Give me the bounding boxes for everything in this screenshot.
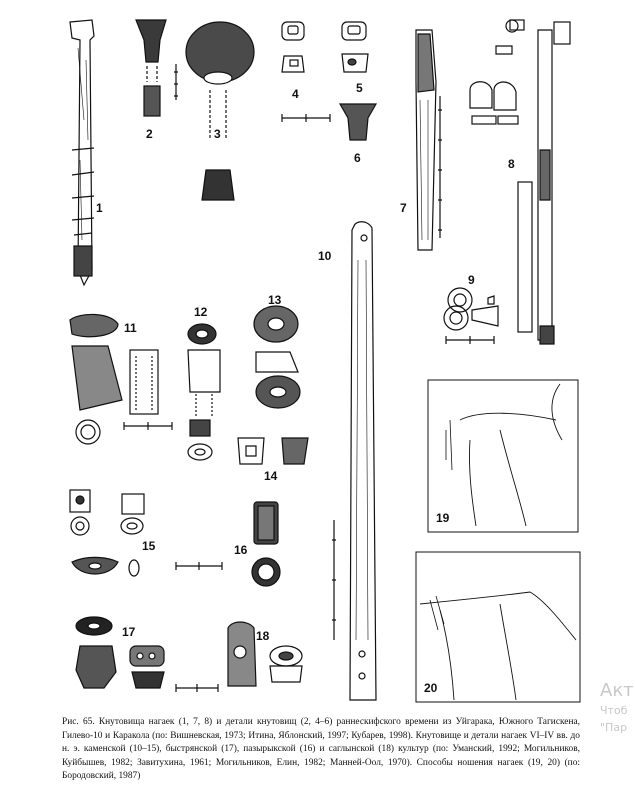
artifact-7-whip	[415, 29, 442, 251]
watermark-line-1: Акт	[600, 680, 634, 701]
artifact-14	[237, 437, 309, 465]
figure-label-14: 14	[264, 469, 278, 483]
scene-19-whip-wearing	[427, 379, 579, 533]
artifact-12	[187, 323, 221, 461]
artifact-16	[251, 501, 281, 587]
figure-caption: Рис. 65. Кнутовища нагаек (1, 7, 8) и де…	[62, 717, 580, 782]
artifact-5	[341, 21, 369, 73]
figure-label-18: 18	[256, 629, 270, 643]
figure-label-10: 10	[318, 249, 332, 263]
figure-label-16: 16	[234, 543, 248, 557]
watermark-line-3: "Пар	[600, 721, 628, 734]
watermark-line-2: Чтоб	[600, 704, 628, 717]
figure-label-19: 19	[436, 511, 450, 525]
figure-label-4: 4	[292, 87, 299, 101]
figure-label-7: 7	[400, 201, 407, 215]
artifact-13	[253, 305, 301, 409]
artifact-11	[69, 313, 173, 445]
figure-label-5: 5	[356, 81, 363, 95]
figure-label-8: 8	[508, 157, 515, 171]
artifact-3-knob	[185, 21, 255, 201]
figure-label-13: 13	[268, 293, 282, 307]
artifact-15	[69, 489, 223, 577]
artifact-9	[443, 287, 499, 344]
figure-label-6: 6	[354, 151, 361, 165]
figure-label-11: 11	[124, 321, 137, 335]
artifact-17	[75, 616, 219, 692]
artifact-2	[135, 19, 178, 117]
figure-label-2: 2	[146, 127, 153, 141]
activation-watermark: Акт Чтоб "Пар	[600, 680, 635, 736]
figure-label-20: 20	[424, 681, 438, 695]
artifact-10-whip-handle	[332, 221, 377, 701]
figure-label-15: 15	[142, 539, 156, 553]
artifact-18	[227, 621, 303, 687]
artifact-6	[338, 103, 378, 141]
figure-label-3: 3	[214, 127, 221, 141]
figure-label-1: 1	[96, 201, 103, 215]
figure-label-17: 17	[122, 625, 136, 639]
artifact-8-whip	[469, 19, 571, 345]
artifact-1-whip-handle	[69, 19, 95, 287]
scene-20-whip-wearing	[415, 551, 581, 703]
figure-label-12: 12	[194, 305, 208, 319]
figure-label-9: 9	[468, 273, 475, 287]
artifact-4	[281, 21, 331, 122]
figure-illustration	[69, 19, 581, 703]
